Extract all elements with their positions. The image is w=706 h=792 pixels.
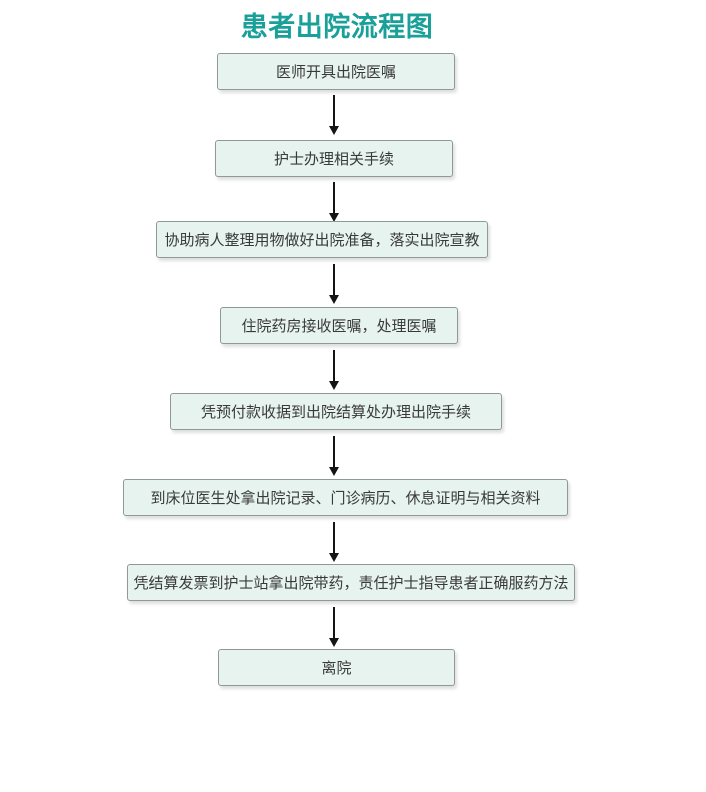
down-arrow-icon — [329, 95, 339, 135]
flow-step-collect-medication: 凭结算发票到护士站拿出院带药，责任护士指导患者正确服药方法 — [127, 564, 575, 601]
flow-step-settlement: 凭预付款收据到出院结算处办理出院手续 — [170, 393, 502, 430]
arrow-line — [333, 436, 335, 467]
arrow-head — [329, 381, 339, 390]
flow-step-label: 离院 — [321, 659, 352, 677]
flow-step-doctor-order: 医师开具出院医嘱 — [217, 53, 455, 90]
down-arrow-icon — [329, 350, 339, 390]
arrow-line — [333, 182, 335, 213]
arrow-line — [333, 522, 335, 553]
arrow-line — [333, 607, 335, 638]
page-title: 患者出院流程图 — [240, 12, 434, 43]
flow-step-leave-hospital: 离院 — [218, 649, 455, 686]
arrow-head — [329, 295, 339, 304]
flow-step-label: 医师开具出院医嘱 — [275, 63, 396, 81]
arrow-line — [333, 264, 335, 295]
arrow-head — [329, 467, 339, 476]
down-arrow-icon — [329, 607, 339, 647]
flow-step-prepare-discharge: 协助病人整理用物做好出院准备，落实出院宣教 — [156, 221, 488, 258]
flow-step-label: 到床位医生处拿出院记录、门诊病历、休息证明与相关资料 — [150, 489, 541, 507]
arrow-head — [329, 126, 339, 135]
flow-step-nurse-procedures: 护士办理相关手续 — [215, 140, 453, 177]
flow-step-label: 协助病人整理用物做好出院准备，落实出院宣教 — [164, 231, 480, 249]
down-arrow-icon — [329, 522, 339, 562]
flow-step-label: 住院药房接收医嘱，处理医嘱 — [241, 317, 437, 335]
arrow-line — [333, 350, 335, 381]
arrow-head — [329, 638, 339, 647]
down-arrow-icon — [329, 264, 339, 304]
down-arrow-icon — [329, 436, 339, 476]
flow-step-label: 凭预付款收据到出院结算处办理出院手续 — [200, 403, 471, 421]
arrow-head — [329, 213, 339, 222]
flow-step-collect-records: 到床位医生处拿出院记录、门诊病历、休息证明与相关资料 — [123, 479, 568, 516]
arrow-head — [329, 553, 339, 562]
flow-step-pharmacy-orders: 住院药房接收医嘱，处理医嘱 — [220, 307, 458, 344]
arrow-line — [333, 95, 335, 126]
down-arrow-icon — [329, 182, 339, 222]
flow-step-label: 护士办理相关手续 — [273, 150, 394, 168]
flow-step-label: 凭结算发票到护士站拿出院带药，责任护士指导患者正确服药方法 — [133, 574, 569, 592]
